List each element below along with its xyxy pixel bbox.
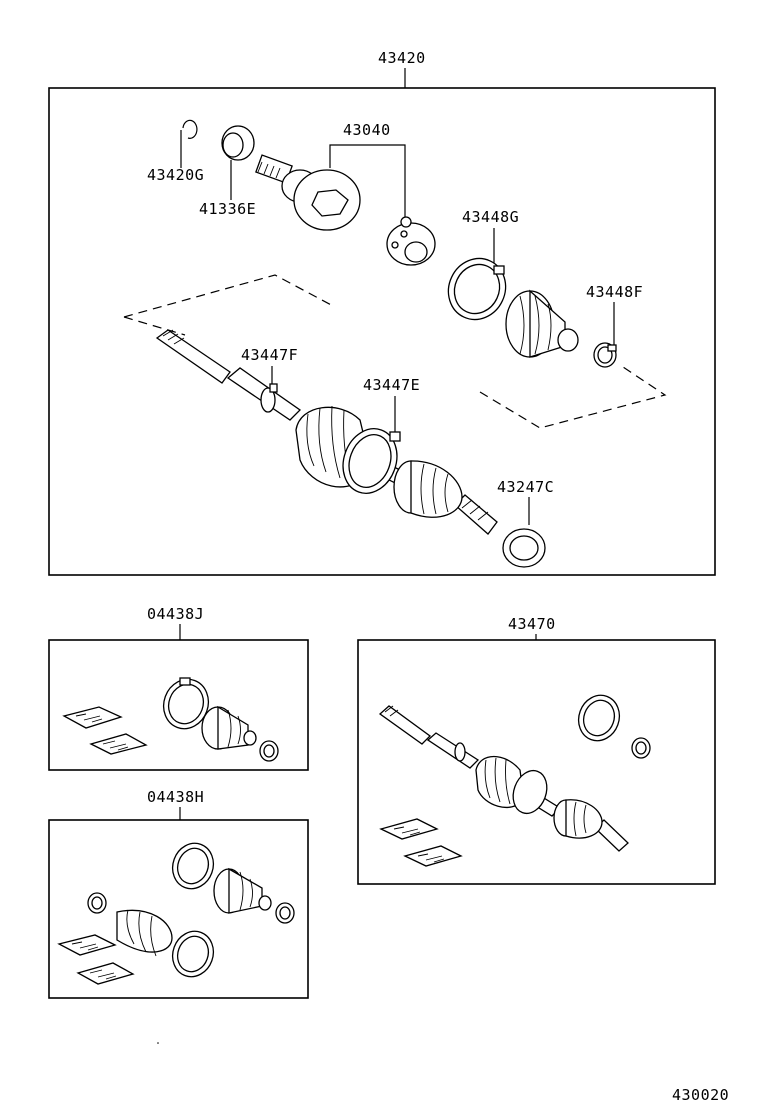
- label-43247c: 43247C: [497, 478, 554, 496]
- band-small-h-2: [87, 892, 107, 914]
- band-large-43470: [577, 694, 621, 742]
- label-04438h: 04438H: [147, 788, 204, 806]
- boot-band-large-part: [447, 257, 507, 321]
- boot-h-1: [213, 867, 272, 914]
- band-large-j: [162, 677, 210, 730]
- dashed-outline-right: [479, 364, 667, 429]
- grease-pack-h-2: [76, 962, 135, 985]
- band-large-h-1: [171, 842, 215, 890]
- label-43040: 43040: [343, 121, 391, 139]
- dashed-outline-left: [123, 274, 336, 318]
- boot-kit-04438h-frame: [48, 819, 309, 999]
- grease-pack-43470-2: [403, 845, 463, 867]
- boot-kit-04438j-frame: [48, 639, 309, 771]
- outboard-boot-part: [505, 289, 579, 358]
- assembly-43420-group: 43420 43420G 41336E 43040: [48, 49, 716, 576]
- inner-race-part: [386, 216, 436, 266]
- label-41336e: 41336E: [199, 200, 256, 218]
- grease-pack-h-1: [57, 934, 117, 956]
- diagram-code: 430020: [672, 1086, 729, 1104]
- band-small-j: [259, 740, 279, 762]
- grease-pack-j-1: [62, 706, 123, 729]
- grease-pack-j-2: [89, 733, 148, 755]
- label-43470: 43470: [508, 615, 556, 633]
- assembly-43470-group: 43470: [357, 615, 716, 885]
- seal-ring-part: [502, 528, 546, 568]
- band-small-43470: [631, 737, 651, 759]
- inner-band-large-part: [342, 428, 401, 494]
- band-small-h-1: [275, 902, 295, 924]
- dust-seal-part: [221, 125, 255, 161]
- assembly-43470-frame: [357, 639, 716, 885]
- label-43448f: 43448F: [586, 283, 643, 301]
- grease-pack-43470-1: [379, 818, 439, 840]
- boot-h-2: [116, 909, 173, 957]
- assembly-43420-frame: [48, 87, 716, 576]
- band-large-h-2: [171, 930, 215, 978]
- boot-kit-04438j-group: 04438J: [48, 605, 309, 771]
- label-43447e: 43447E: [363, 376, 420, 394]
- drive-shaft-43470: [378, 705, 629, 852]
- inner-band-small-part: [260, 383, 278, 413]
- boot-kit-04438h-group: 04438H: [48, 788, 309, 999]
- label-43420: 43420: [378, 49, 426, 67]
- snap-ring-part: [182, 119, 198, 139]
- boot-j: [201, 705, 257, 750]
- label-04438j: 04438J: [147, 605, 204, 623]
- label-43448g: 43448G: [462, 208, 519, 226]
- label-43447f: 43447F: [241, 346, 298, 364]
- boot-band-small-part: [593, 342, 617, 368]
- outboard-joint-part: [255, 154, 361, 231]
- label-43420g: 43420G: [147, 166, 204, 184]
- outer-boot-part: [393, 460, 463, 518]
